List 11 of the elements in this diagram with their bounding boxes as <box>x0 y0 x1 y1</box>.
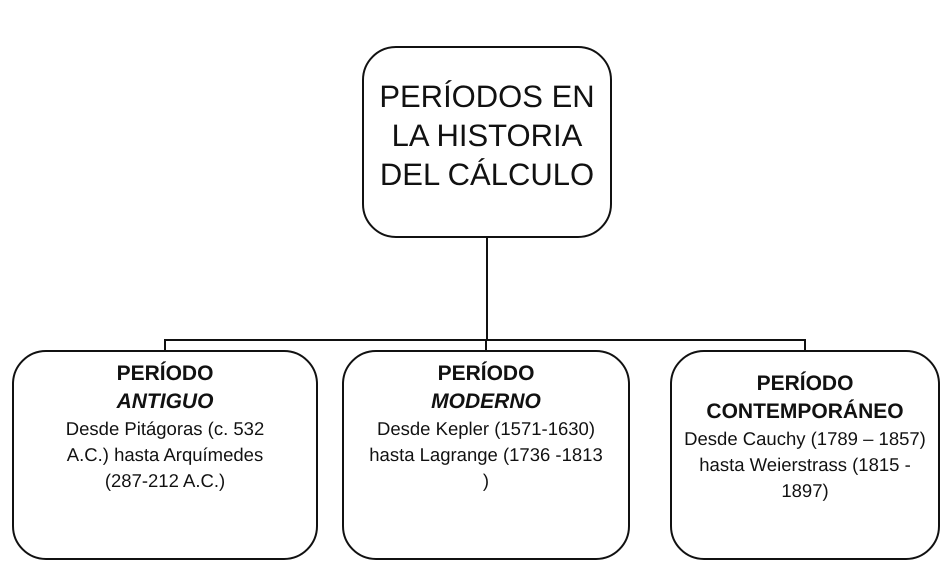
period-description: Desde Kepler (1571-1630) hasta Lagrange (1736 -1813 ) <box>368 416 604 493</box>
period-box <box>12 350 318 560</box>
period-heading: PERÍODO ANTIGUO <box>115 360 214 415</box>
period-description: Desde Pitágoras (c. 532 A.C.) hasta Arquímedes (287-212 A.C.) <box>64 416 266 493</box>
period-box <box>670 350 940 560</box>
node-label: PERÍODOS EN LA HISTORIA DEL CÁLCULO <box>378 78 596 194</box>
period-heading: PERÍODO CONTEMPORÁNEO <box>705 370 905 425</box>
title-box <box>362 46 612 238</box>
period-heading: PERÍODO MODERNO <box>430 360 542 415</box>
period-description: Desde Cauchy (1789 – 1857) hasta Weierstrass (1815 - 1897) <box>683 426 927 503</box>
period-box <box>342 350 630 560</box>
